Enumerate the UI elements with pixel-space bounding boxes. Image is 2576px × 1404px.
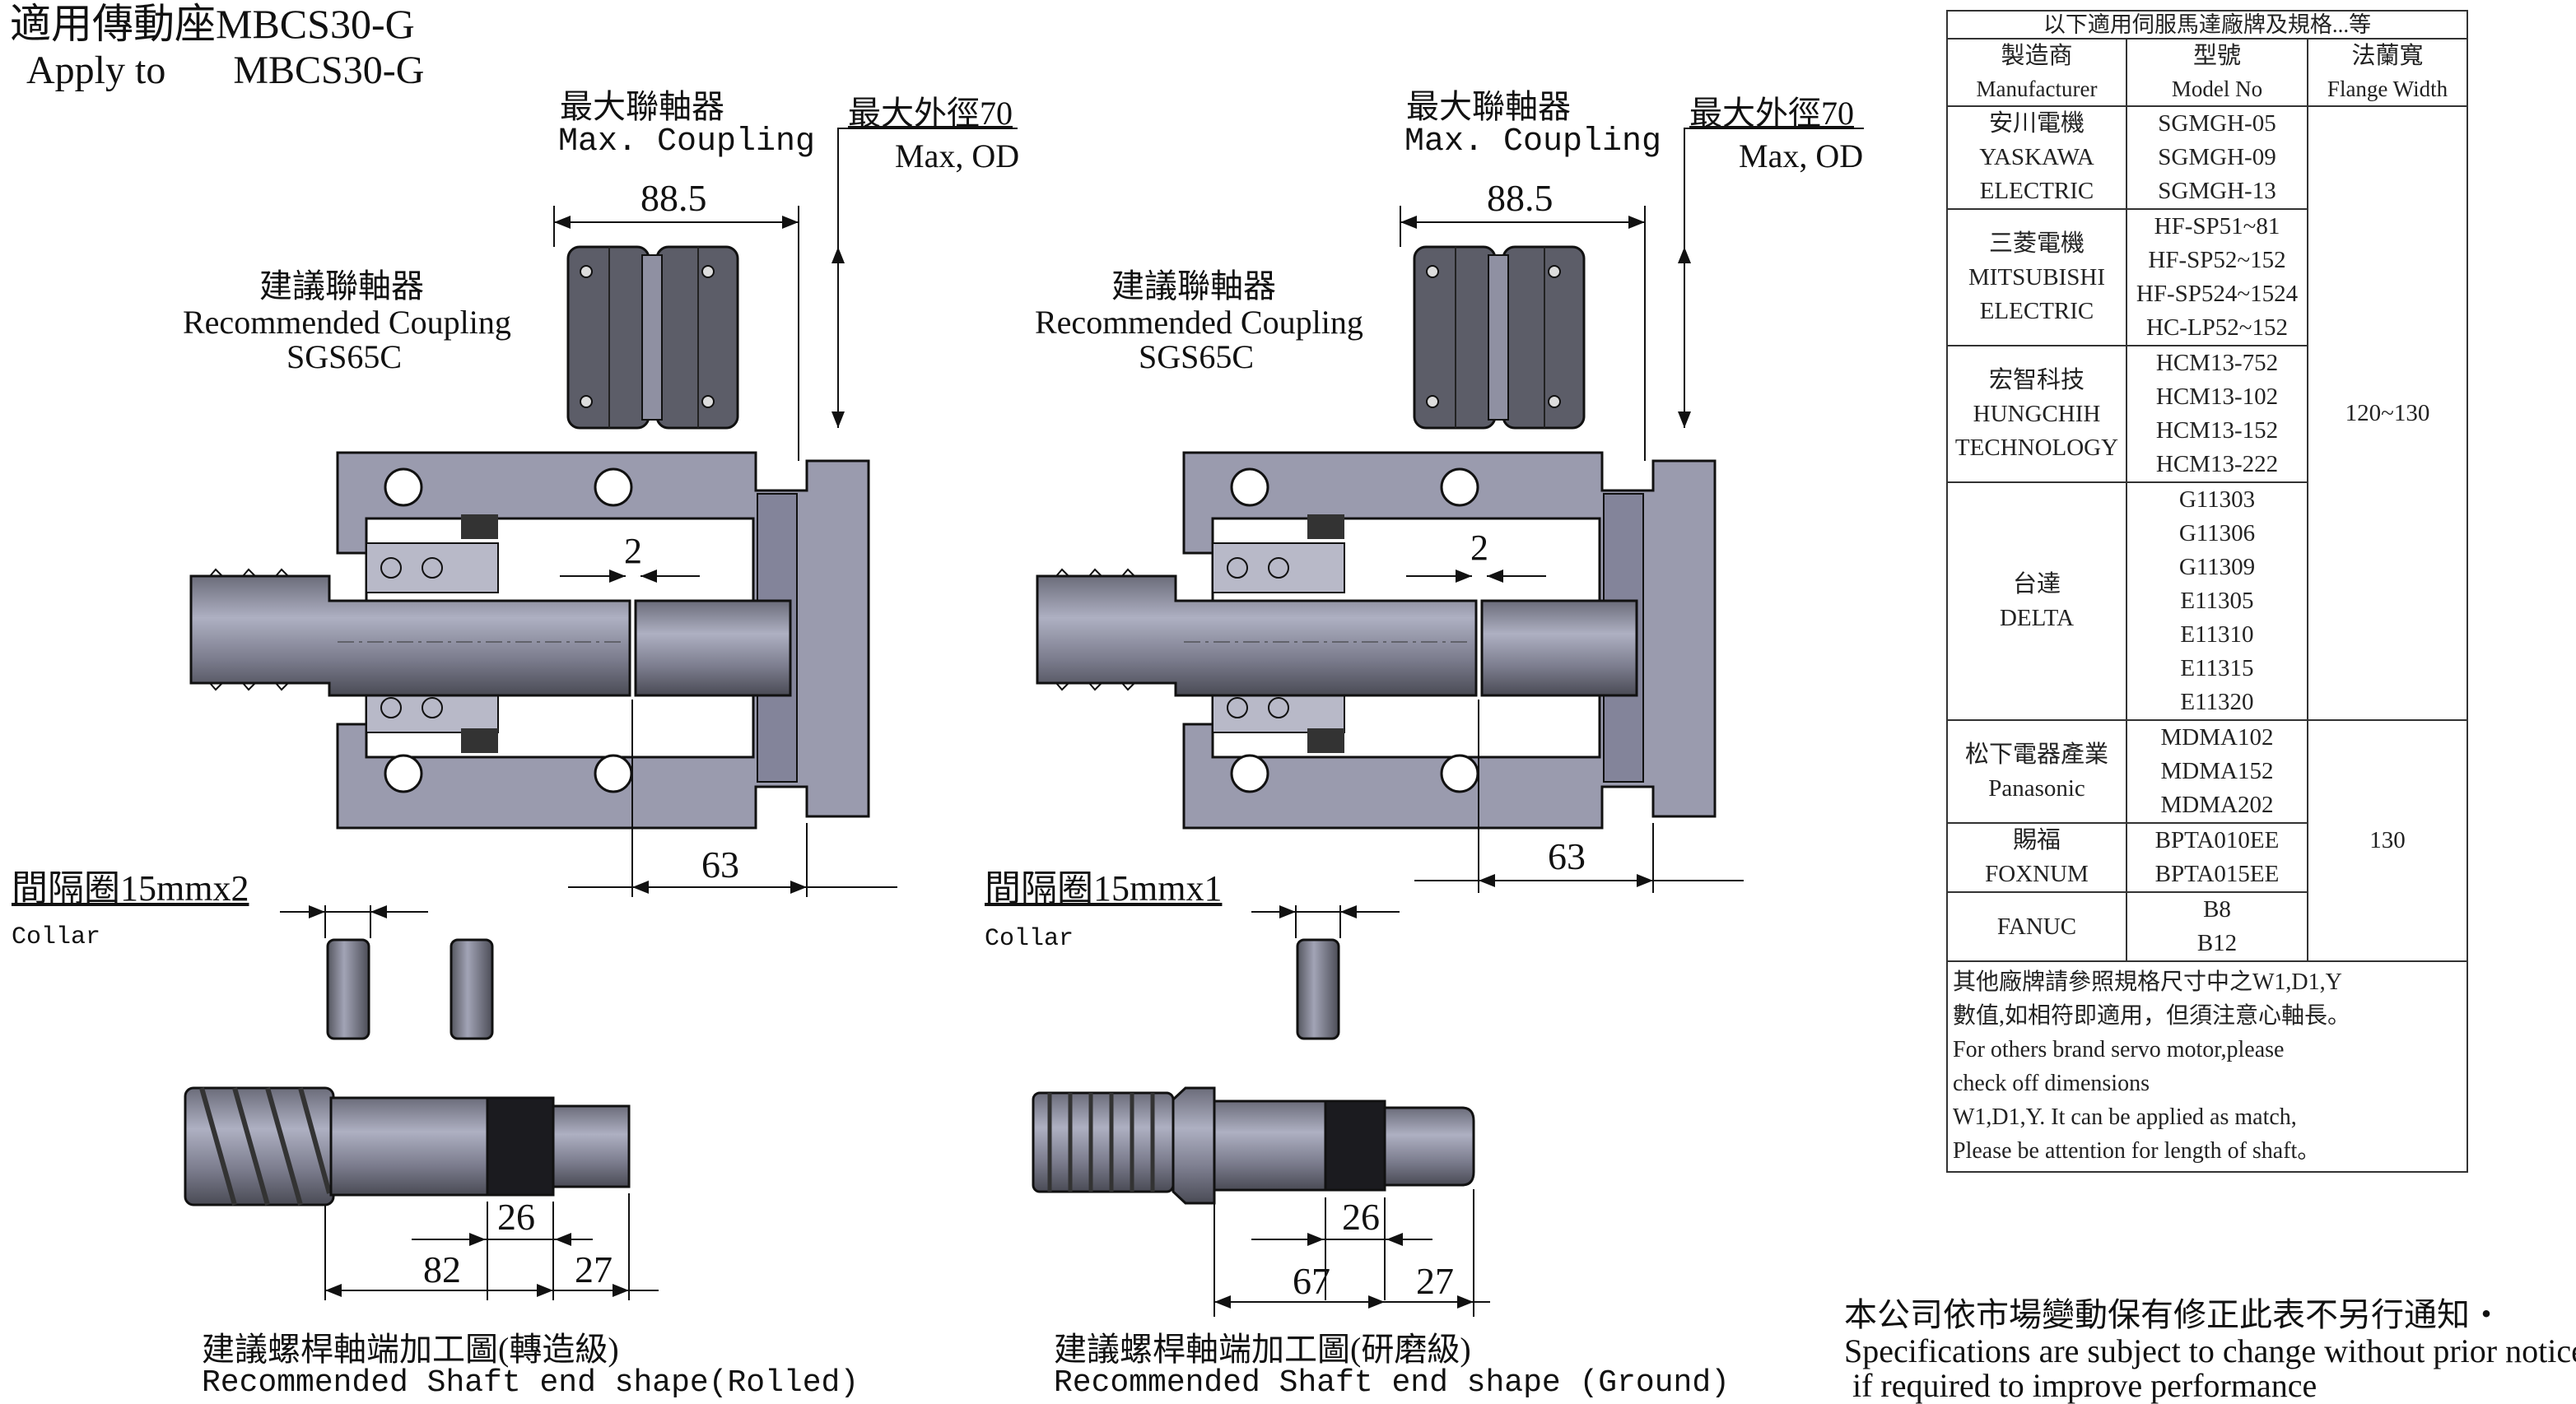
shaft-dim-c-2: 27 <box>1416 1260 1454 1302</box>
apply-to-model: MBCS30-G <box>233 49 425 92</box>
max-coupling-label-2: 最大聯軸器 <box>1406 88 1571 125</box>
max-coupling-label-en: Max. Coupling <box>558 123 816 160</box>
coupling-width-dim-2: 88.5 <box>1487 177 1554 219</box>
shaft-end-rolled <box>184 1086 631 1206</box>
shaft-dim-a-2: 26 <box>1342 1196 1380 1238</box>
recommended-coupling-model: SGS65C <box>286 338 403 375</box>
shaft-end-ground <box>1032 1086 1475 1205</box>
max-od-label-2: 最大外徑70 <box>1689 95 1854 132</box>
flange-cell: 130 <box>2307 719 2468 962</box>
shaft-dim-b-2: 67 <box>1293 1260 1330 1302</box>
gap-dim-2: 2 <box>1470 528 1488 568</box>
flange-cell: 120~130 <box>2307 105 2468 721</box>
recommended-coupling-model-2: SGS65C <box>1139 338 1255 375</box>
shaft-shape-en: Recommended Shaft end shape(Rolled) <box>202 1365 859 1401</box>
maker-cell: FANUC <box>1946 891 2127 962</box>
right-assembly <box>1032 128 1864 1317</box>
max-coupling-label-en-2: Max. Coupling <box>1404 123 1662 160</box>
collar-1 <box>326 938 370 1040</box>
footer-notice-en: Specifications are subject to change wit… <box>1844 1332 2576 1369</box>
footer-notice-zh: 本公司依市場變動保有修正此表不另行通知‧ <box>1844 1296 2503 1333</box>
recommended-coupling-zh: 建議聯軸器 <box>259 267 424 305</box>
footer-notice-en-2: if required to improve performance <box>1844 1367 2317 1404</box>
recommended-coupling-en-2: Recommended Coupling <box>1035 304 1363 341</box>
apply-to-label: Apply to <box>26 49 166 92</box>
max-coupling-label: 最大聯軸器 <box>560 88 724 125</box>
depth-dim-2: 63 <box>1548 835 1586 877</box>
coupling-width-dim: 88.5 <box>641 177 707 219</box>
collar-label-2: 間隔圈15mmx1 <box>985 868 1223 909</box>
gap-dim: 2 <box>624 531 642 571</box>
max-od-label-en-2: Max, OD <box>1739 137 1864 174</box>
shaft-shape-zh-2: 建議螺桿軸端加工圖(研磨級) <box>1054 1331 1471 1368</box>
recommended-coupling-zh-2: 建議聯軸器 <box>1111 267 1276 305</box>
max-od-label-en: Max, OD <box>895 137 1020 174</box>
page-subtitle: Apply to MBCS30-G <box>26 51 424 91</box>
shaft-dim-a: 26 <box>497 1196 535 1238</box>
table-note: 其他廠牌請參照規格尺寸中之W1,D1,Y 數值,如相符即適用，但須注意心軸長。 … <box>1946 960 2468 1173</box>
max-od-label: 最大外徑70 <box>848 95 1013 132</box>
recommended-coupling-en: Recommended Coupling <box>183 304 511 341</box>
shaft-dim-c: 27 <box>575 1248 613 1290</box>
assembly-drawing <box>184 128 1864 1317</box>
shaft-shape-en-2: Recommended Shaft end shape (Ground) <box>1054 1365 1730 1401</box>
depth-dim: 63 <box>701 844 739 886</box>
table-caption: 以下適用伺服馬達廠牌及規格...等 <box>1946 10 2468 40</box>
collar-label-en: Collar <box>12 923 101 951</box>
page-title: 適用傳動座MBCS30-G <box>10 1 415 47</box>
shaft-shape-zh: 建議螺桿軸端加工圖(轉造級) <box>202 1331 619 1368</box>
collar-label: 間隔圈15mmx2 <box>12 868 249 909</box>
collar-single <box>1296 938 1340 1040</box>
collar-2 <box>450 938 494 1040</box>
collar-label-en-2: Collar <box>985 925 1074 953</box>
left-assembly <box>184 128 1018 1300</box>
shaft-dim-b: 82 <box>423 1248 461 1290</box>
